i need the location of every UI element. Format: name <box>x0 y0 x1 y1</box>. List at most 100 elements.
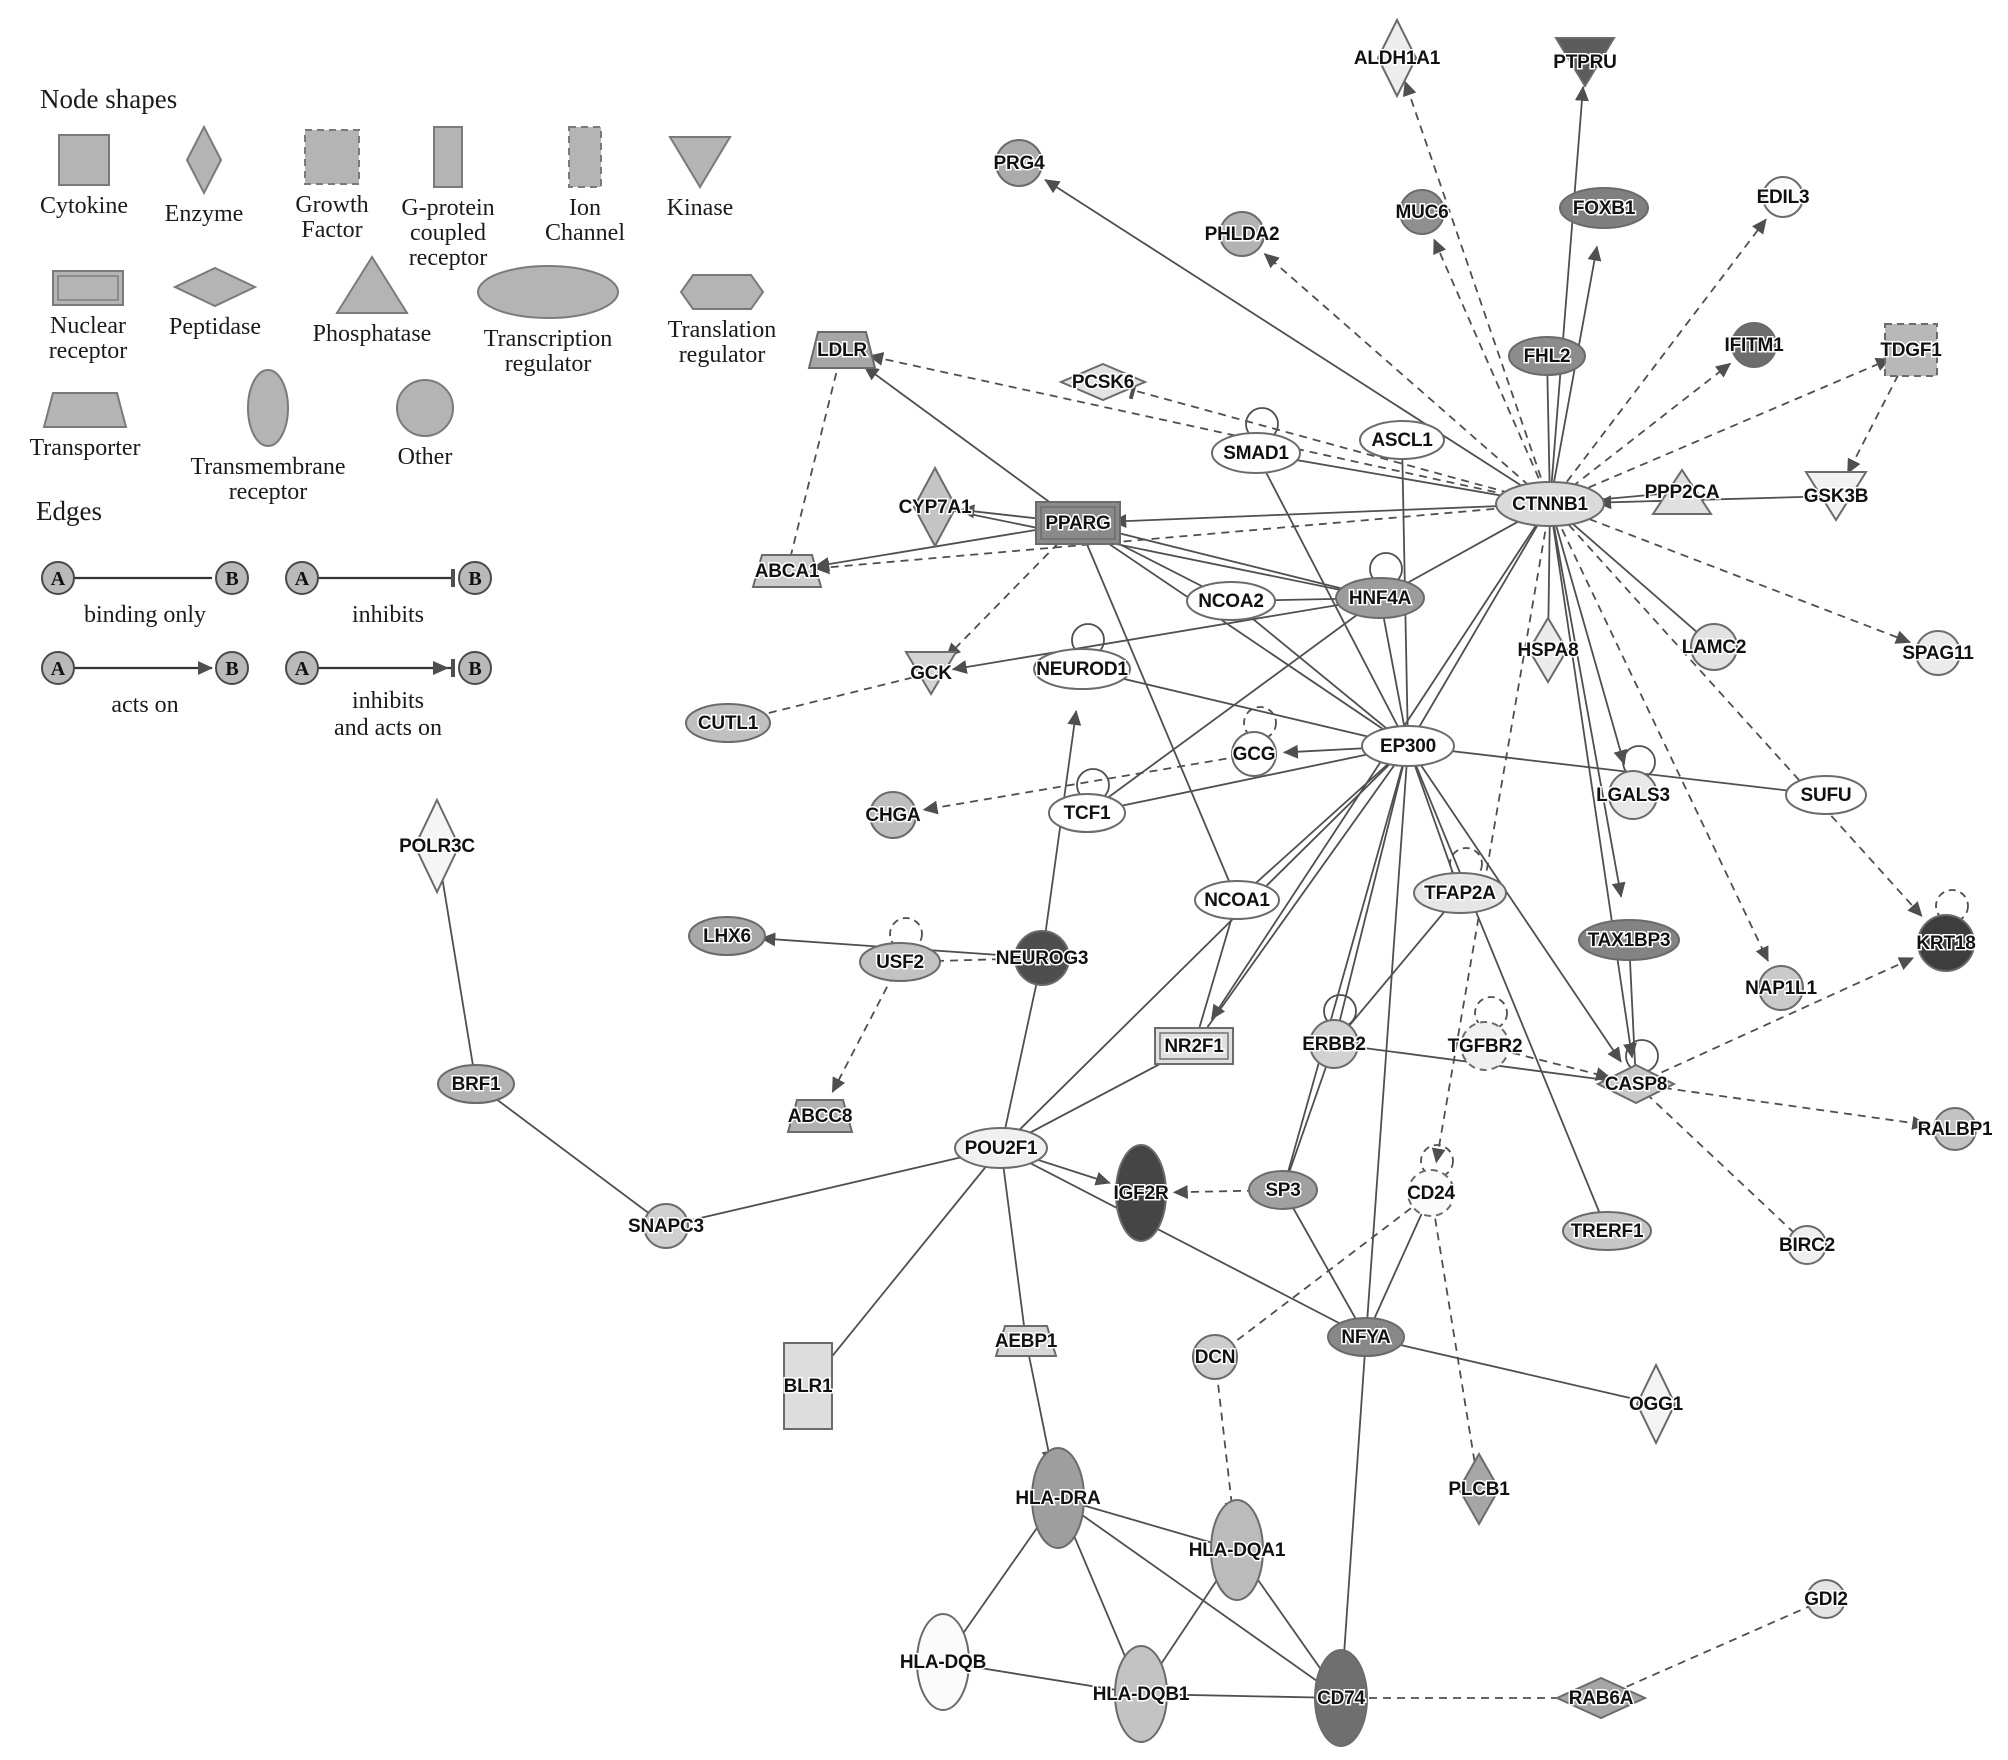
legend-node-A <box>41 651 75 685</box>
diamond-node-shape <box>1457 1451 1501 1527</box>
node-smad1 <box>1211 432 1301 474</box>
gene-label-aebp1: AEBP1 <box>995 1331 1058 1352</box>
legend-node-B <box>215 561 249 595</box>
legend-shape-label: Growth <box>295 192 368 218</box>
edge-CTNNB1-PHLDA2 <box>1263 253 1551 505</box>
node-krt18 <box>1917 914 1975 972</box>
edge-CTNNB1-PRG4 <box>1044 178 1551 505</box>
legend-shape-phosphatase: Phosphatase <box>313 255 432 347</box>
edge-DCN-HLA-DQA1 <box>1214 1356 1239 1518</box>
legend-shape-label: Kinase <box>667 195 734 221</box>
circle-node-shape <box>1731 322 1777 368</box>
gene-label-nap1l1: NAP1L1 <box>1745 978 1817 999</box>
node-gsk3b <box>1804 471 1868 522</box>
gene-label-hla-dra: HLA-DRA <box>1015 1488 1101 1509</box>
diamond-node-shape <box>1527 616 1569 684</box>
edge-EP300-ERBB2 <box>1333 745 1409 1045</box>
legend-edge-label: acts on <box>111 692 178 718</box>
gene-label-rab6a: RAB6A <box>1569 1688 1634 1709</box>
ellipse-node-shape <box>859 942 941 982</box>
node-neurog3 <box>1014 930 1070 986</box>
gene-label-sp3: SP3 <box>1265 1180 1300 1201</box>
edge-CTNNB1-TAX1BP3 <box>1549 503 1626 898</box>
gene-label-ncoa2: NCOA2 <box>1198 591 1264 612</box>
gene-label-trerf1: TRERF1 <box>1571 1221 1644 1242</box>
edge-POU2F1-NFYA <box>1000 1147 1367 1338</box>
legend-node-A <box>41 561 75 595</box>
node-ctnnb1 <box>1495 481 1605 527</box>
edge-EP300-SP3 <box>1282 745 1409 1191</box>
gene-label-ldlr: LDLR <box>817 340 867 361</box>
gene-label-ascl1: ASCL1 <box>1371 430 1433 451</box>
edges-layer <box>436 80 1928 1699</box>
trapezoid-legend-icon <box>42 392 128 428</box>
edge-BRF1-SNAPC3 <box>475 1083 667 1227</box>
edge-SNAPC3-POU2F1 <box>665 1147 1002 1227</box>
edge-CTNNB1-LGALS3 <box>1549 503 1628 766</box>
ellipse-node-shape <box>1578 919 1680 961</box>
legend-shape-label: Nuclear <box>50 313 126 339</box>
gene-label-erbb2: ERBB2 <box>1302 1034 1365 1055</box>
ellipse-node-shape <box>1785 775 1867 815</box>
node-neurod1 <box>1033 648 1131 690</box>
edge-HLA-DRA-CD74 <box>1057 1497 1342 1699</box>
node-cutl1 <box>685 703 771 743</box>
edge-HNF4A-GCK <box>951 597 1381 674</box>
node-sufu <box>1785 775 1867 815</box>
edge-EP300-NCOA1 <box>1236 745 1409 901</box>
circle-node-shape <box>1915 630 1961 676</box>
edge-CTNNB1-MUC6 <box>1433 238 1551 505</box>
legend-shape-label: Factor <box>301 217 362 243</box>
edge-NFYA-CD74 <box>1340 1336 1367 1699</box>
node-ep300 <box>1361 725 1455 767</box>
legend-edge-label: inhibits <box>352 688 424 714</box>
triangle-up-node-shape <box>1651 468 1713 515</box>
edge-CTNNB1-PTPRU <box>1549 85 1589 505</box>
legend-shape-enzyme: Enzyme <box>165 124 243 227</box>
edge-EP300-NCOA2 <box>1230 600 1409 747</box>
edge-HLA-DRA-HLA-DQA1 <box>1057 1497 1238 1551</box>
legend-edges-title: Edges <box>36 496 102 526</box>
gene-label-gck: GCK <box>910 663 952 684</box>
edge-PPARG-LDLR <box>863 365 1079 524</box>
gene-label-pou2f1: POU2F1 <box>965 1138 1038 1159</box>
circle-node-shape <box>1219 211 1265 257</box>
edge-CTNNB1-EDIL3 <box>1549 218 1767 505</box>
gene-label-cyp7a1: CYP7A1 <box>899 497 972 518</box>
edge-EP300-TCF1 <box>1086 745 1409 814</box>
gene-label-chga: CHGA <box>865 805 921 826</box>
edge-CTNNB1-IFITM1 <box>1549 362 1732 505</box>
node-lgals3 <box>1608 770 1658 820</box>
circle-node-shape <box>995 139 1043 187</box>
edge-CTNNB1-FHL2 <box>1546 355 1551 505</box>
ellipse-node-shape <box>1413 872 1507 914</box>
gene-label-snapc3: SNAPC3 <box>628 1216 704 1237</box>
edge-POU2F1-BLR1 <box>807 1147 1002 1387</box>
node-casp8 <box>1595 1063 1677 1105</box>
legend-shape-label: Phosphatase <box>313 321 432 347</box>
circle-node-shape <box>1933 1107 1977 1151</box>
rect-node-shape-inner <box>1040 506 1116 540</box>
node-chga <box>869 791 917 839</box>
gene-label-lamc2: LAMC2 <box>1682 637 1746 658</box>
circle-node-shape <box>1231 731 1277 777</box>
edge-NCOA1-NR2F1 <box>1193 899 1238 1047</box>
node-tgfbr2 <box>1460 1021 1510 1071</box>
node-trerf1 <box>1562 1211 1652 1251</box>
node-ncoa1 <box>1194 880 1280 920</box>
node-foxb1 <box>1559 187 1649 229</box>
gene-label-casp8: CASP8 <box>1605 1074 1667 1095</box>
gene-label-ptpru: PTPRU <box>1553 52 1616 73</box>
ellipse-node-shape <box>1335 577 1425 619</box>
rect-node-shape-inner <box>1159 1032 1229 1060</box>
node-pcsk6 <box>1058 362 1148 402</box>
nodes-layer <box>413 17 1977 1747</box>
edge-CTNNB1-KRT18 <box>1549 503 1923 918</box>
gene-label-foxb1: FOXB1 <box>1573 198 1636 219</box>
node-cd74 <box>1314 1649 1368 1747</box>
edge-CTNNB1-LDLR <box>868 352 1551 505</box>
